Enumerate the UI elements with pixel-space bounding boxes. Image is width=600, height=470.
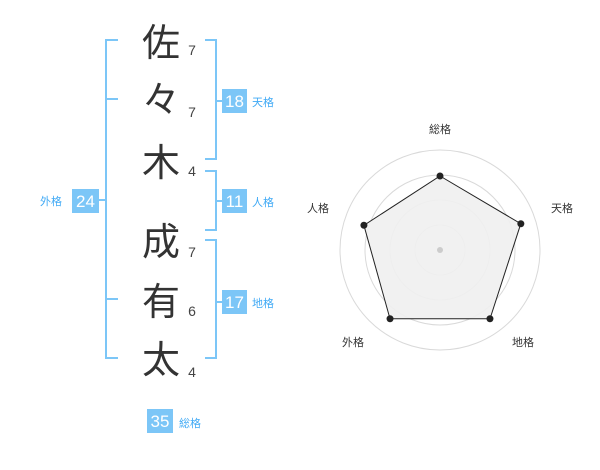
radar-polygon: [363, 175, 522, 320]
radar-label-soukaku: 総格: [429, 122, 451, 136]
gaikaku-label: 外格: [40, 194, 62, 208]
stroke-count-4: 7: [188, 244, 196, 260]
radar-label-chikaku: 地格: [512, 335, 534, 349]
stroke-count-5: 6: [188, 303, 196, 319]
tenkaku-value: 18: [225, 92, 244, 111]
jinkaku-bracket: [205, 170, 217, 231]
radar-label-tenkaku: 天格: [551, 201, 573, 215]
gaikaku-badge: 外格 24: [40, 189, 99, 213]
radar-point-2: [517, 220, 525, 228]
soukaku-label: 総格: [179, 416, 201, 430]
name-char-6: 太: [142, 338, 180, 382]
radar-label-gaikaku: 外格: [342, 335, 364, 349]
name-char-5: 有: [142, 280, 180, 324]
stroke-count-3: 4: [188, 163, 196, 179]
radar-point-5: [360, 221, 368, 229]
chikaku-label: 地格: [252, 296, 274, 310]
stroke-count-1: 7: [188, 42, 196, 58]
radar-point-4: [386, 315, 394, 323]
jinkaku-value: 11: [226, 192, 244, 211]
jinkaku-label: 人格: [252, 195, 274, 209]
soukaku-value: 35: [151, 412, 170, 431]
radar-point-3: [486, 315, 494, 323]
radar-ring-4: [339, 149, 541, 351]
radar-chart: 総格 天格 地格 外格 人格: [307, 122, 573, 351]
chikaku-bracket: [205, 239, 217, 359]
gaikaku-bracket: [105, 39, 118, 359]
brackets: [99, 39, 222, 359]
name-char-1: 佐: [142, 21, 180, 65]
name-char-3: 木: [142, 141, 180, 185]
radar-points: [360, 172, 525, 323]
soukaku-badge: 35 総格: [147, 409, 201, 433]
name-char-4: 成: [142, 220, 180, 264]
radar-axis-labels: 総格 天格 地格 外格 人格: [307, 122, 573, 349]
chikaku-badge: 17 地格: [222, 290, 274, 314]
stroke-count-2: 7: [188, 104, 196, 120]
name-column: 佐 7 々 7 木 4 成 7 有 6 太 4: [142, 21, 196, 382]
tenkaku-bracket: [205, 39, 217, 160]
name-char-2: 々: [142, 78, 180, 122]
radar-label-jinkaku: 人格: [307, 201, 329, 215]
tenkaku-badge: 18 天格: [222, 89, 274, 113]
tenkaku-label: 天格: [252, 95, 274, 109]
chikaku-value: 17: [225, 293, 244, 312]
radar-point-1: [436, 172, 444, 180]
stroke-count-6: 4: [188, 364, 196, 380]
jinkaku-badge: 11 人格: [222, 189, 274, 213]
gaikaku-value: 24: [76, 192, 95, 211]
radar-center-dot: [437, 247, 443, 253]
